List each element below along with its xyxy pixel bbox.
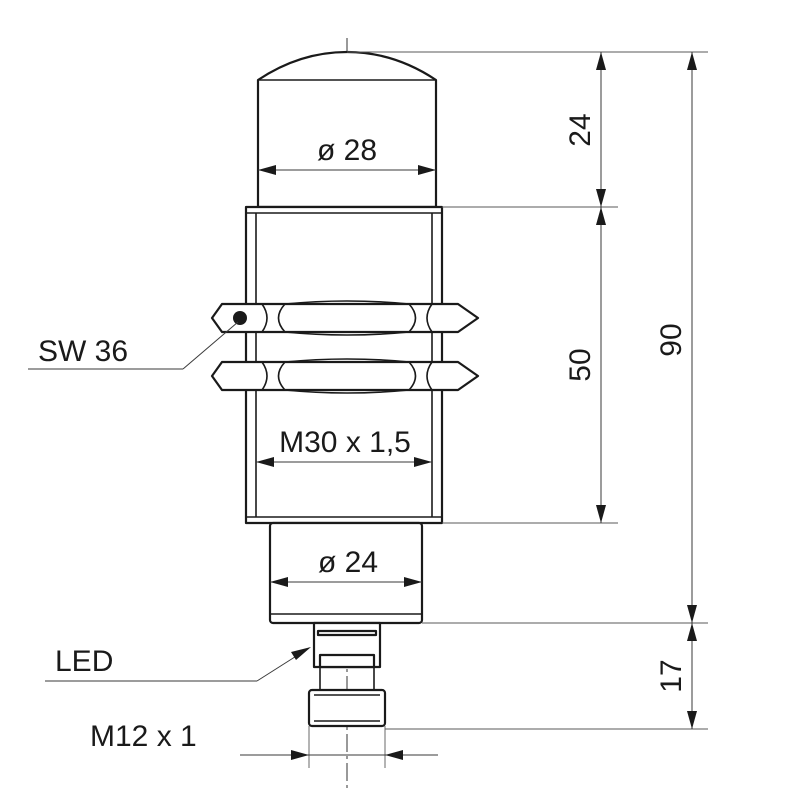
dim-body-length bbox=[687, 52, 697, 623]
label-dia-28: ø 28 bbox=[317, 134, 377, 167]
label-dim-24: 24 bbox=[564, 113, 597, 146]
dim-thread-length bbox=[596, 207, 606, 523]
label-sw36: SW 36 bbox=[38, 335, 128, 368]
dim-cap-height bbox=[596, 52, 606, 207]
label-dim-90: 90 bbox=[655, 323, 688, 356]
sensing-cap bbox=[256, 50, 438, 209]
dim-thread-m12 bbox=[240, 750, 438, 760]
lower-nut bbox=[210, 358, 480, 394]
label-dim-17: 17 bbox=[655, 659, 688, 692]
leader-sw36 bbox=[28, 321, 239, 370]
dim-connector-length bbox=[687, 623, 697, 729]
m12-connector bbox=[307, 621, 387, 728]
led-dot-icon bbox=[233, 311, 247, 325]
label-led: LED bbox=[55, 645, 113, 678]
extension-lines bbox=[308, 51, 708, 768]
dim-thread-m30 bbox=[256, 457, 432, 467]
leader-led bbox=[45, 647, 311, 682]
label-thread-m30: M30 x 1,5 bbox=[279, 426, 411, 459]
dim-dia-24 bbox=[270, 577, 422, 587]
dim-dia-28 bbox=[258, 165, 436, 175]
label-dim-50: 50 bbox=[564, 348, 597, 381]
label-dia-24: ø 24 bbox=[318, 546, 378, 579]
label-thread-m12: M12 x 1 bbox=[90, 720, 197, 753]
upper-nut bbox=[210, 300, 480, 336]
